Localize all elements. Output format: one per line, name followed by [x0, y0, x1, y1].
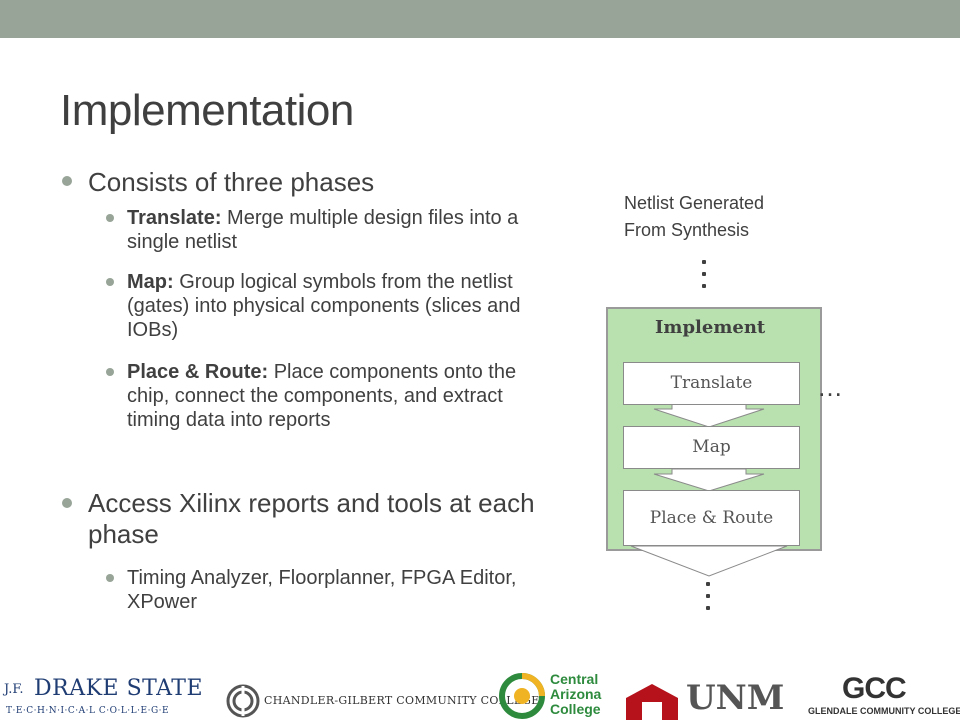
central-line3: College: [550, 701, 601, 717]
gcc-logo: GCC GLENDALE COMMUNITY COLLEGE: [806, 672, 960, 720]
gcc-name: GLENDALE COMMUNITY COLLEGE: [808, 706, 960, 716]
vertical-dots-top: [702, 260, 708, 296]
unm-name: UNM: [686, 678, 785, 718]
central-arizona-logo: Central Arizona College: [498, 672, 622, 720]
netlist-label: Netlist Generated From Synthesis: [624, 190, 764, 244]
slide-title: Implementation: [60, 86, 354, 135]
bullet-dot: [62, 498, 72, 508]
map-desc: Group logical symbols from the netlist (…: [127, 271, 521, 341]
stage-translate: Translate: [623, 362, 800, 405]
drake-name: DRAKE STATE: [34, 676, 204, 701]
logo-strip: J.F. DRAKE STATE T·E·C·H·N·I·C·A·L C·O·L…: [0, 668, 960, 720]
sub-bullet-dot: [106, 278, 114, 286]
unm-logo: UNM: [622, 676, 802, 720]
translate-term: Translate:: [127, 207, 222, 229]
unm-arch-icon: [626, 684, 678, 720]
central-line2: Arizona: [550, 686, 602, 702]
place-route-term: Place & Route:: [127, 361, 269, 383]
place-route-desc: Place components onto the chip, connect …: [127, 361, 517, 431]
drake-state-logo: J.F. DRAKE STATE T·E·C·H·N·I·C·A·L C·O·L…: [4, 676, 214, 720]
stage-map: Map: [623, 426, 800, 469]
bullet-consists: Consists of three phases: [88, 167, 375, 197]
sub-bullet-place-route: Place & Route: Place components onto the…: [127, 360, 557, 432]
stage-place-route: Place & Route: [623, 490, 800, 546]
drake-jf: J.F.: [4, 682, 24, 697]
chandler-mark-icon: [226, 684, 260, 718]
sub-bullet-tools: Timing Analyzer, Floorplanner, FPGA Edit…: [127, 567, 517, 613]
sub-bullet-map: Map: Group logical symbols from the netl…: [127, 270, 547, 342]
netlist-label-line1: Netlist Generated: [624, 193, 765, 213]
bullet-access: Access Xilinx reports and tools at each …: [88, 488, 535, 549]
map-term: Map:: [127, 271, 174, 293]
sub-bullet-dot: [106, 368, 114, 376]
gcc-mark: GCC: [842, 672, 907, 705]
horizontal-ellipsis: …: [817, 372, 847, 402]
vertical-dots-bottom: [706, 582, 712, 618]
central-mark-icon: [499, 673, 545, 719]
central-text: Central Arizona College: [550, 672, 601, 717]
chandler-gilbert-logo: CHANDLER-GILBERT COMMUNITY COLLEGE: [226, 684, 539, 720]
sub-bullet-translate: Translate: Merge multiple design files i…: [127, 206, 557, 254]
chandler-name: CHANDLER-GILBERT COMMUNITY COLLEGE: [264, 694, 540, 707]
drake-sub: T·E·C·H·N·I·C·A·L C·O·L·L·E·G·E: [6, 706, 170, 716]
bullet-dot: [62, 176, 72, 186]
sub-bullet-dot: [106, 574, 114, 582]
top-bar: [0, 0, 960, 38]
translate-desc: Merge multiple design files into a singl…: [127, 207, 519, 253]
netlist-label-line2: From Synthesis: [624, 220, 750, 240]
sub-bullet-dot: [106, 214, 114, 222]
implement-label: Implement: [655, 317, 766, 338]
central-line1: Central: [550, 671, 599, 687]
